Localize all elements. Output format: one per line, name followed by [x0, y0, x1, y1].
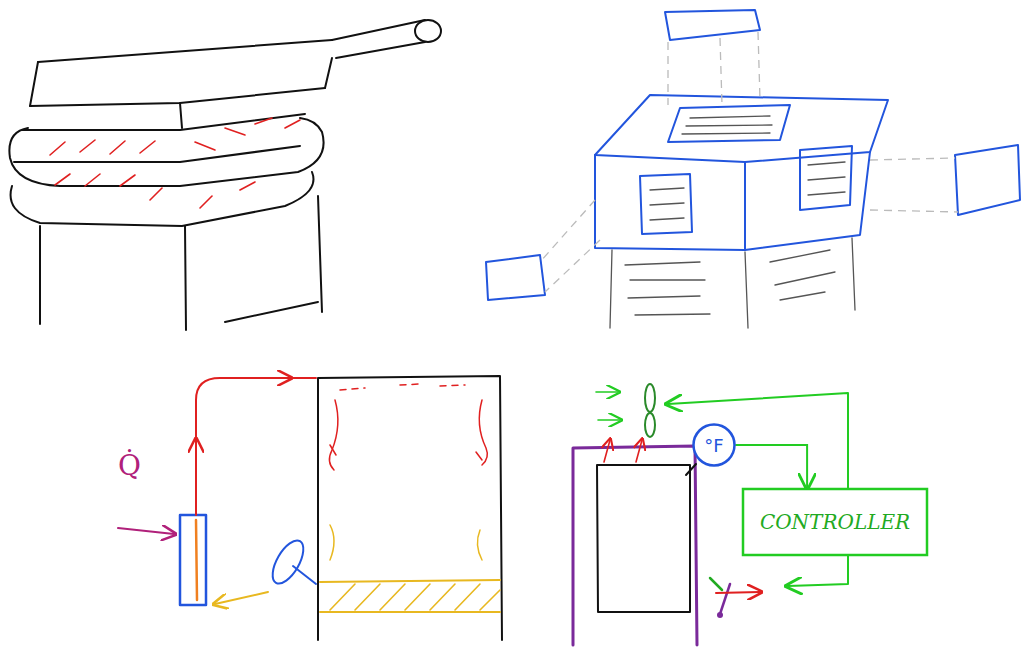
box-label: CONTROLLER — [760, 510, 910, 534]
sensor-circle: °F — [692, 423, 736, 467]
heat-rate-symbol: Q̇ — [118, 448, 141, 484]
oven-sketch — [118, 376, 502, 640]
coil-flow-arrows — [50, 118, 300, 208]
unit-text: °F — [704, 435, 723, 456]
explode-guide-lines — [540, 32, 958, 292]
signal-wire — [736, 445, 807, 487]
enclosure-explode-sketch — [486, 10, 1020, 300]
enclosure-details — [610, 116, 855, 328]
controller-box: CONTROLLER — [742, 488, 928, 556]
coil-box-sketch — [9, 20, 441, 330]
